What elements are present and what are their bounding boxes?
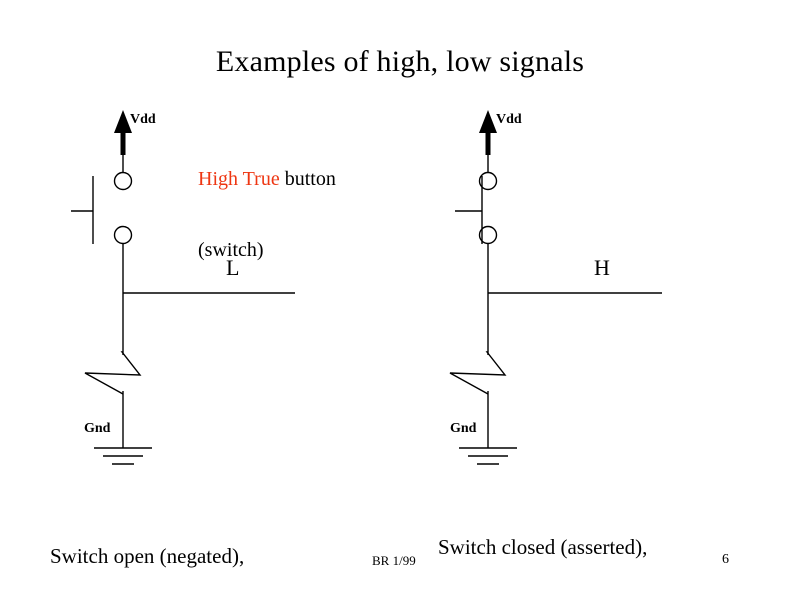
ground-symbol-left [94, 447, 152, 465]
vdd-label-right: Vdd [496, 112, 522, 127]
gnd-label-left: Gnd [84, 421, 111, 436]
caption-left-line-1: Switch open (negated), [50, 543, 245, 568]
switch-terminal-lower-left [113, 225, 133, 245]
switch-terminal-upper-left [113, 171, 133, 191]
switch-actuator-left-open [71, 176, 94, 244]
callout-rest-text: button [279, 168, 336, 191]
caption-left: Switch open (negated), output is L [50, 494, 244, 600]
resistor-right [449, 351, 507, 395]
vdd-arrow-left-icon [114, 110, 132, 155]
switch-actuator-right-closed [455, 176, 483, 244]
signal-label-left: L [226, 255, 240, 280]
slide-title: Examples of high, low signals [215, 45, 585, 78]
vdd-arrow-right-icon [479, 110, 497, 155]
page-number: 6 [722, 552, 729, 567]
ground-symbol-right [459, 447, 517, 465]
caption-right: Switch closed (asserted), output is H [438, 485, 647, 600]
circuit-right [449, 110, 662, 465]
resistor-left [84, 351, 142, 395]
callout-highlight-text: High True [198, 168, 280, 191]
circuit-left [71, 110, 295, 465]
callout-line-1: High True button [198, 168, 336, 192]
vdd-label-left: Vdd [130, 112, 156, 127]
caption-right-line-1: Switch closed (asserted), [438, 534, 648, 559]
signal-label-right: H [594, 255, 610, 280]
switch-terminal-upper-right [478, 171, 498, 191]
callout-line-2: (switch) [198, 238, 264, 261]
gnd-label-right: Gnd [450, 421, 477, 436]
footer-note: BR 1/99 [372, 553, 416, 568]
high-true-button-callout: High True button (switch) [198, 121, 336, 310]
switch-terminal-lower-right [478, 225, 498, 245]
